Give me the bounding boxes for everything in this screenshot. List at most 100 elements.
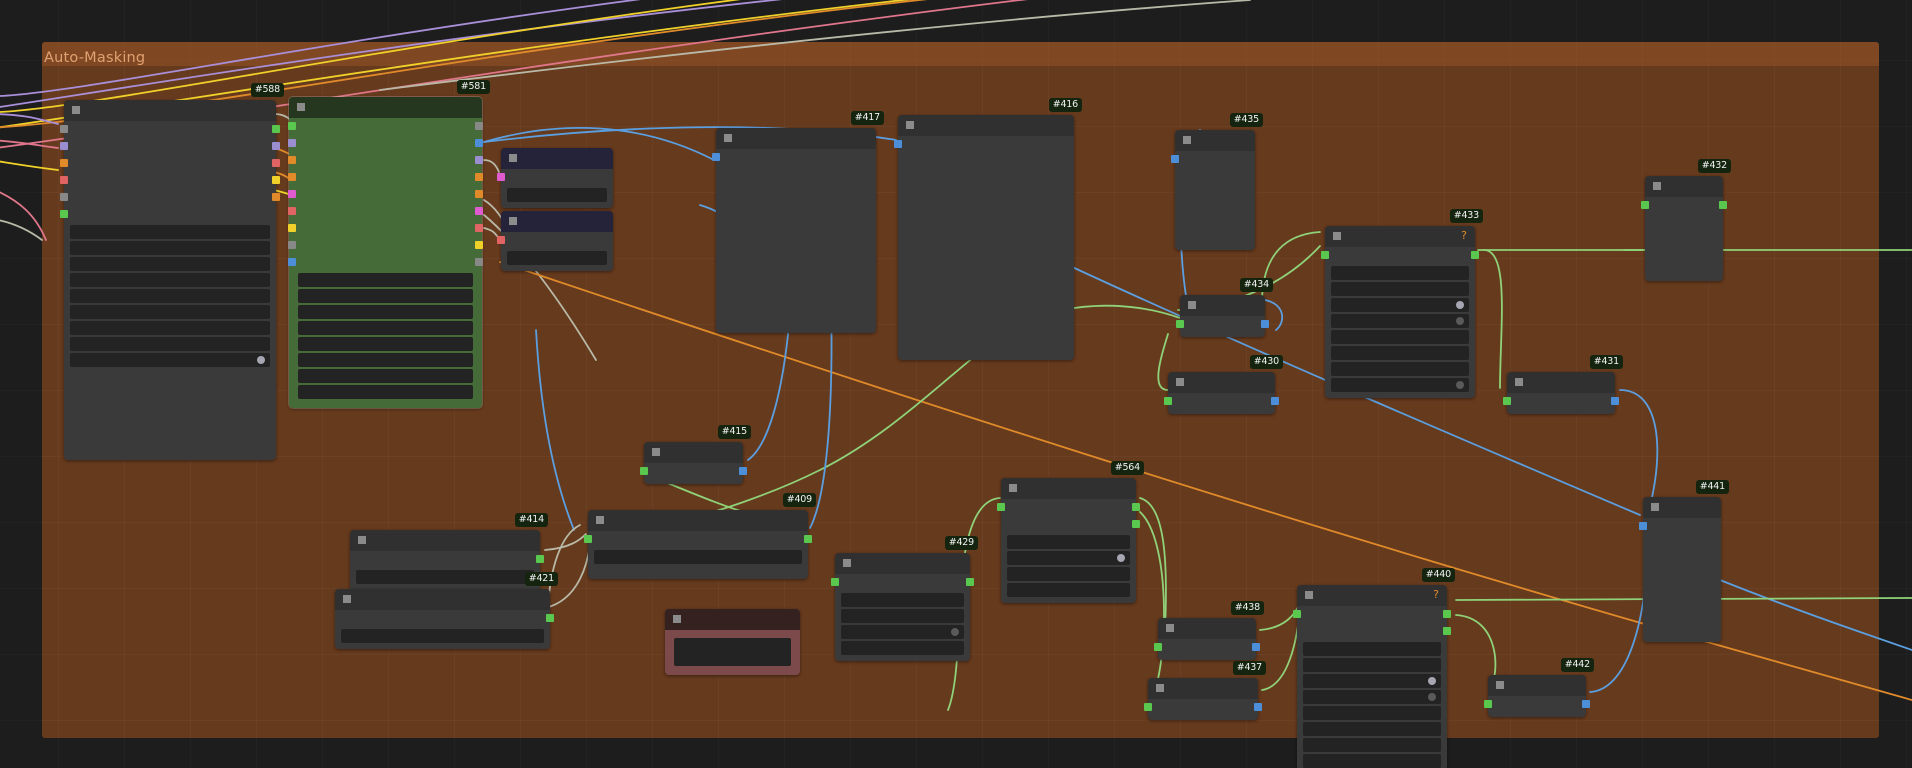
input-socket-yellow[interactable]	[288, 224, 296, 232]
node-property-field[interactable]	[298, 305, 473, 319]
collapse-triangle-icon[interactable]	[652, 448, 660, 456]
node-property-field[interactable]	[70, 305, 270, 319]
node-414[interactable]: #414	[350, 513, 548, 592]
output-socket-blue[interactable]	[1582, 700, 1590, 708]
node-16[interactable]	[665, 609, 800, 675]
node-property-field[interactable]	[841, 625, 964, 639]
collapse-triangle-icon[interactable]	[1183, 136, 1191, 144]
node-434[interactable]: #434	[1176, 278, 1273, 337]
node-property-field[interactable]	[841, 593, 964, 607]
warning-question-icon[interactable]: ?	[1461, 229, 1467, 242]
node-property-field[interactable]	[70, 241, 270, 255]
input-socket-orange[interactable]	[288, 156, 296, 164]
output-socket-magenta[interactable]	[475, 207, 483, 215]
input-socket-violet[interactable]	[60, 142, 68, 150]
input-socket-magenta[interactable]	[497, 173, 505, 181]
input-socket-green[interactable]	[640, 467, 648, 475]
node-header[interactable]	[716, 128, 876, 149]
node-header[interactable]	[501, 211, 613, 232]
node-429[interactable]: #429	[831, 536, 978, 661]
node-header[interactable]	[1180, 295, 1265, 316]
collapse-triangle-icon[interactable]	[1333, 232, 1341, 240]
node-property-field[interactable]	[70, 289, 270, 303]
node-property-field[interactable]	[507, 188, 607, 202]
output-socket-blue[interactable]	[1611, 397, 1619, 405]
node-header[interactable]	[588, 510, 808, 531]
node-header[interactable]	[1148, 678, 1258, 699]
collapse-triangle-icon[interactable]	[1515, 378, 1523, 386]
output-socket-blue[interactable]	[475, 139, 483, 147]
node-440[interactable]: #440?	[1293, 568, 1455, 768]
collapse-triangle-icon[interactable]	[673, 615, 681, 623]
node-property-field[interactable]	[1331, 314, 1469, 328]
node-property-field[interactable]	[298, 321, 473, 335]
node-header[interactable]	[289, 97, 482, 118]
node-header[interactable]	[64, 100, 276, 121]
node-header[interactable]	[1168, 372, 1275, 393]
output-socket-violet[interactable]	[272, 142, 280, 150]
input-socket-green[interactable]	[1641, 201, 1649, 209]
collapse-triangle-icon[interactable]	[906, 121, 914, 129]
node-header[interactable]	[350, 530, 540, 551]
input-socket-green[interactable]	[60, 210, 68, 218]
node-property-field[interactable]	[1303, 738, 1441, 752]
output-socket-grey[interactable]	[475, 258, 483, 266]
node-header[interactable]	[1158, 618, 1256, 639]
node-441[interactable]: #441	[1639, 480, 1729, 642]
collapse-triangle-icon[interactable]	[1305, 591, 1313, 599]
input-socket-green[interactable]	[1503, 397, 1511, 405]
node-property-field[interactable]	[1303, 722, 1441, 736]
node-564[interactable]: #564	[997, 461, 1144, 603]
input-socket-orange[interactable]	[60, 159, 68, 167]
collapse-triangle-icon[interactable]	[843, 559, 851, 567]
node-property-field[interactable]	[298, 273, 473, 287]
node-header[interactable]	[1507, 372, 1615, 393]
node-property-field[interactable]	[594, 550, 802, 564]
input-socket-green[interactable]	[1321, 251, 1329, 259]
node-header[interactable]	[1645, 176, 1723, 197]
node-header[interactable]	[835, 553, 970, 574]
input-socket-blue[interactable]	[1171, 155, 1179, 163]
node-header[interactable]	[501, 148, 613, 169]
node-property-field[interactable]	[70, 257, 270, 271]
node-header[interactable]	[1488, 675, 1586, 696]
node-header[interactable]	[644, 442, 743, 463]
node-588[interactable]: #588	[60, 83, 284, 460]
node-416[interactable]: #416	[894, 98, 1082, 360]
input-socket-green[interactable]	[1144, 703, 1152, 711]
node-property-field[interactable]	[1303, 674, 1441, 688]
node-581[interactable]: #581	[288, 80, 490, 409]
output-socket-blue[interactable]	[1261, 320, 1269, 328]
node-415[interactable]: #415	[640, 425, 751, 484]
output-socket-green[interactable]	[966, 578, 974, 586]
node-header[interactable]	[335, 589, 550, 610]
node-property-field[interactable]	[1007, 583, 1130, 597]
collapse-triangle-icon[interactable]	[1176, 378, 1184, 386]
collapse-triangle-icon[interactable]	[1653, 182, 1661, 190]
node-property-field[interactable]	[1331, 266, 1469, 280]
input-socket-green[interactable]	[831, 578, 839, 586]
node-433[interactable]: #433?	[1321, 209, 1483, 398]
collapse-triangle-icon[interactable]	[1009, 484, 1017, 492]
collapse-triangle-icon[interactable]	[1651, 503, 1659, 511]
node-property-field[interactable]	[1303, 658, 1441, 672]
collapse-triangle-icon[interactable]	[297, 103, 305, 111]
node-421[interactable]: #421	[335, 572, 558, 649]
node-437[interactable]: #437	[1144, 661, 1266, 720]
node-property-field[interactable]	[70, 337, 270, 351]
node-442[interactable]: #442	[1484, 658, 1594, 717]
output-socket-yellow[interactable]	[475, 241, 483, 249]
collapse-triangle-icon[interactable]	[509, 217, 517, 225]
node-property-field[interactable]	[70, 273, 270, 287]
node-417[interactable]: #417	[712, 111, 884, 333]
node-435[interactable]: #435	[1171, 113, 1263, 250]
node-property-field[interactable]	[1331, 298, 1469, 312]
node-property-field[interactable]	[841, 609, 964, 623]
input-socket-green[interactable]	[997, 503, 1005, 511]
input-socket-orange[interactable]	[288, 173, 296, 181]
input-socket-green[interactable]	[584, 535, 592, 543]
node-3[interactable]	[497, 211, 613, 271]
node-property-field[interactable]	[1007, 567, 1130, 581]
node-header[interactable]	[1175, 130, 1255, 151]
node-2[interactable]	[497, 148, 613, 208]
